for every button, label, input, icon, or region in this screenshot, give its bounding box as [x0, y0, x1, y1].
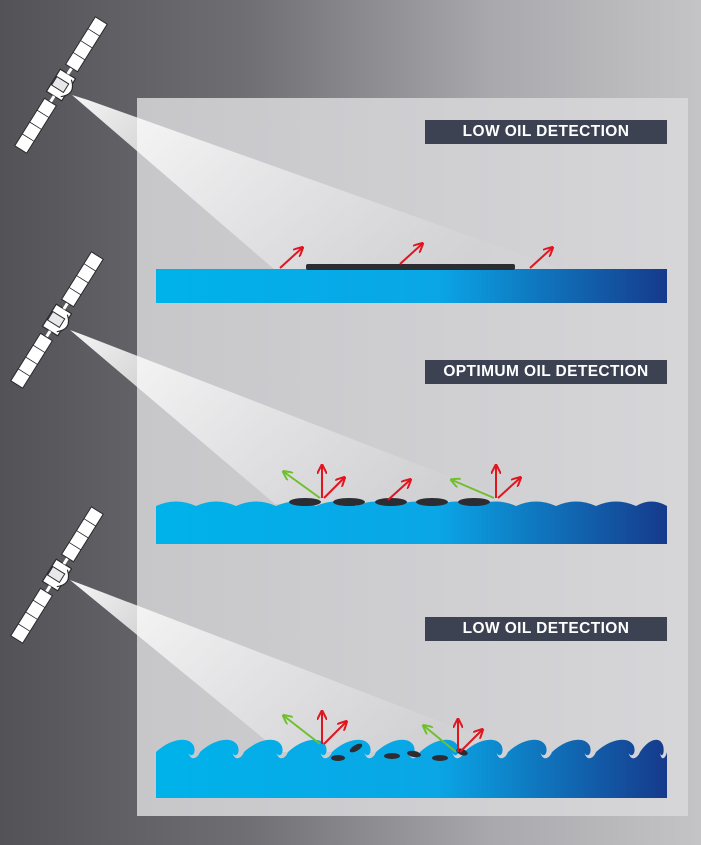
reflection-arrow: [323, 478, 344, 499]
panel-3-label: LOW OIL DETECTION: [425, 617, 667, 641]
oil-patch: [289, 498, 321, 506]
oil-patch: [331, 755, 345, 761]
reflection-arrow: [459, 730, 482, 753]
oil-patch: [456, 748, 468, 756]
oil-slick: [306, 264, 515, 270]
reflection-arrow: [529, 248, 552, 269]
panel-rough-sea: [7, 504, 667, 798]
reflection-arrow: [497, 478, 520, 499]
reflection-arrow: [452, 480, 495, 499]
panel-moderate-sea: [7, 249, 667, 544]
oil-patch: [407, 750, 421, 758]
oil-patches: [331, 743, 468, 761]
water-calm: [156, 269, 667, 303]
reflection-arrow: [284, 472, 321, 499]
oil-patch: [349, 743, 363, 753]
reflection-arrow: [323, 722, 346, 745]
radar-beam: [70, 330, 520, 504]
oil-patch: [416, 498, 448, 506]
oil-patch: [333, 498, 365, 506]
radar-beam: [72, 95, 565, 270]
panel-calm-sea: [11, 14, 667, 303]
reflection-arrow: [387, 480, 410, 501]
reflection-arrow: [399, 244, 422, 265]
oil-patch: [432, 755, 448, 761]
reflection-arrow: [279, 248, 302, 269]
radar-beam: [70, 580, 520, 752]
satellite-icon: [7, 249, 107, 391]
satellite-icon: [7, 504, 107, 646]
panel-2-label: OPTIMUM OIL DETECTION: [425, 360, 667, 384]
satellite-icon: [11, 14, 111, 156]
water-moderate: [156, 501, 667, 544]
reflection-arrow: [284, 716, 321, 745]
oil-patch: [458, 498, 490, 506]
panel-1-label: LOW OIL DETECTION: [425, 120, 667, 144]
oil-patch: [375, 498, 407, 506]
water-rough: [156, 739, 667, 798]
reflection-arrow: [424, 726, 457, 753]
oil-patches: [289, 498, 490, 506]
oil-patch: [384, 753, 400, 759]
